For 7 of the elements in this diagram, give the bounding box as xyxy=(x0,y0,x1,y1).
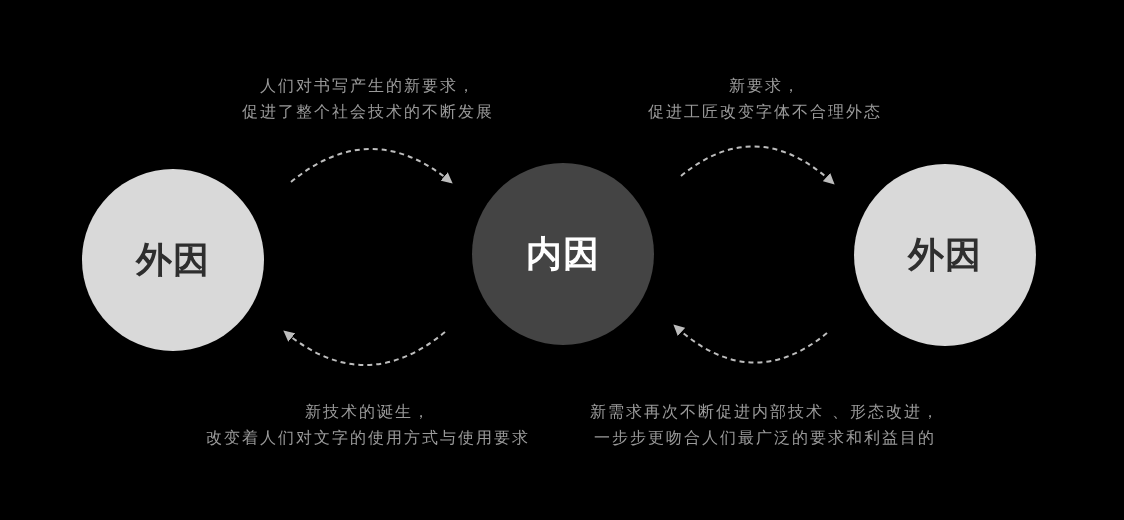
node-label: 内因 xyxy=(526,236,600,272)
dashed-arrow xyxy=(673,324,828,364)
node-label: 外因 xyxy=(908,237,982,273)
dashed-arrow xyxy=(680,145,835,185)
dashed-arrow xyxy=(290,148,453,184)
dashed-arrow xyxy=(283,330,446,366)
node-label: 外因 xyxy=(136,242,210,278)
